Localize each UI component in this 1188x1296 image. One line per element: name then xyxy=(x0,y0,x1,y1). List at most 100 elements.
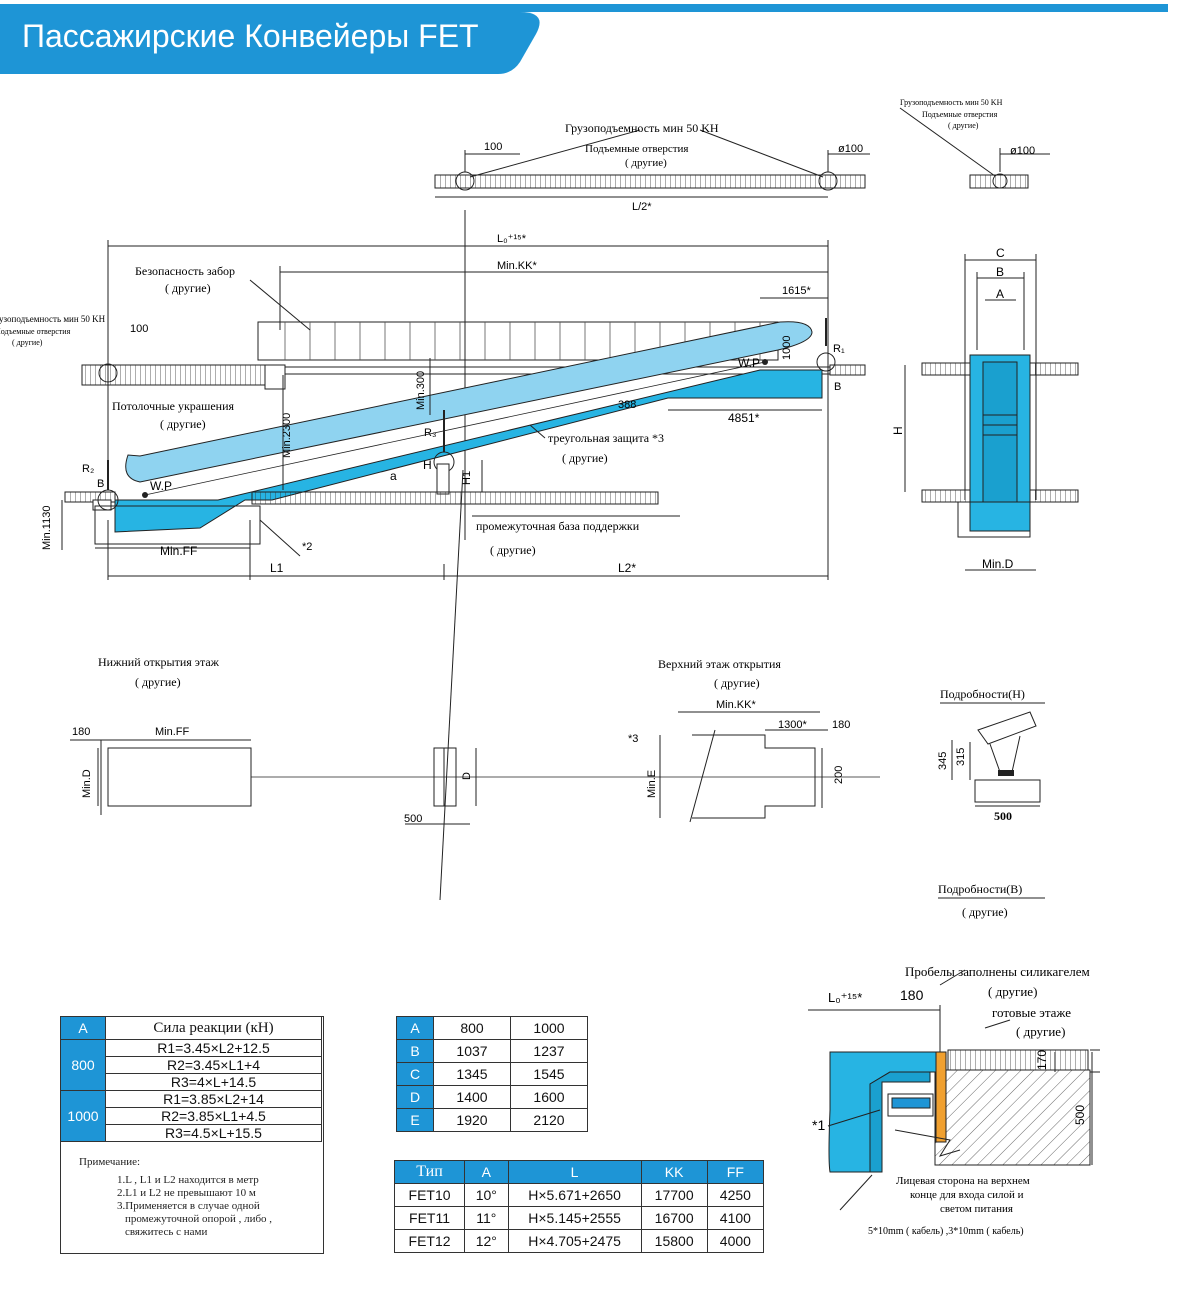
lower-opening-plan xyxy=(70,739,880,815)
dims-key-a: A xyxy=(396,1016,434,1040)
dim-min-d-section: Min.D xyxy=(982,557,1014,571)
details-h-label: Подробности(H) xyxy=(940,687,1025,701)
type-row-fet12-name: FET12 xyxy=(393,1229,466,1253)
type-header-a: A xyxy=(464,1160,509,1184)
note-1: 1.L , L1 и L2 находится в метр xyxy=(117,1174,259,1186)
dim-500-right: 500 xyxy=(1073,1105,1087,1125)
dim-1300: 1300* xyxy=(778,719,807,731)
details-b-other: ( другие) xyxy=(962,905,1008,919)
lift-holes-label-left: Подъемные отверстия xyxy=(0,327,71,336)
b-label-upper: B xyxy=(834,381,841,393)
note-4: промежуточной опорой , либо , xyxy=(125,1213,273,1225)
b-label-lower: B xyxy=(97,478,104,490)
lower-opening-other: ( другие) xyxy=(135,675,181,689)
dim-100-top: 100 xyxy=(484,141,502,153)
type-header-l: L xyxy=(507,1160,642,1184)
safety-fence-label: Безопасность забор xyxy=(135,264,235,278)
dims-c-800: 1345 xyxy=(433,1062,511,1086)
dims-key-d: D xyxy=(396,1085,434,1109)
type-row-fet10-kk: 17700 xyxy=(640,1183,708,1207)
top-load-slab xyxy=(434,129,870,198)
type-row-fet10-ff: 4250 xyxy=(706,1183,765,1207)
dim-min-ff: Min.FF xyxy=(160,544,197,558)
detail-b-drawing: Пробелы заполнены силикагелем ( другие) … xyxy=(808,964,1100,1237)
dims-key-b: B xyxy=(396,1039,434,1063)
note-title: Примечание: xyxy=(79,1156,141,1168)
dim-345: 345 xyxy=(937,752,949,770)
type-row-fet11-kk: 16700 xyxy=(640,1206,708,1230)
ceiling-decor-label: Потолочные украшения xyxy=(112,399,235,413)
reaction-a-800: 800 xyxy=(60,1039,106,1091)
type-row-fet11-l: H×5.145+2555 xyxy=(507,1206,642,1230)
dim-1000: 1000 xyxy=(781,336,793,360)
load-capacity-label-left: Грузоподъемность мин 50 KH xyxy=(0,314,106,324)
dims-d-1000: 1600 xyxy=(510,1085,588,1109)
min-e: Min.E xyxy=(646,770,658,798)
intermediate-support xyxy=(433,410,483,901)
triangle-guard-label: треугольная защита *3 xyxy=(548,431,664,445)
dim-4851: 4851* xyxy=(728,411,760,425)
note-5: свяжитесь с нами xyxy=(125,1226,208,1238)
title-banner: Пассажирские Конвейеры FET xyxy=(0,0,1188,80)
dim-a: A xyxy=(996,287,1004,301)
dim-500-detail: 500 xyxy=(994,809,1012,823)
wp-upper: W.P xyxy=(738,356,760,370)
type-row-fet12-ff: 4000 xyxy=(706,1229,765,1253)
type-row-fet11-a: 11° xyxy=(464,1206,509,1230)
dim-180-lower: 180 xyxy=(72,726,90,738)
intermediate-support-label: промежуточная база поддержки xyxy=(476,519,640,533)
escalator-drawing: Грузоподъемность мин 50 KH Подъемные отв… xyxy=(0,98,1079,919)
type-row-fet11-ff: 4100 xyxy=(706,1206,765,1230)
r3-label: R₃ xyxy=(424,427,436,439)
reaction-r2-1000: R2=3.85×L1+4.5 xyxy=(105,1107,322,1125)
face-side-line-3: светом питания xyxy=(940,1203,1013,1215)
other-label-right-top: ( другие) xyxy=(948,121,979,130)
type-header-ff: FF xyxy=(706,1160,765,1184)
dims-a-1000: 1000 xyxy=(510,1016,588,1040)
dim-d100-top: ø100 xyxy=(838,143,863,155)
dim-b: B xyxy=(996,265,1004,279)
dim-1615: 1615* xyxy=(782,285,811,297)
star1-detail: *1 xyxy=(812,1117,825,1133)
reaction-a-1000: 1000 xyxy=(60,1090,106,1142)
other-label-top: ( другие) xyxy=(625,157,667,169)
dim-180-detail: 180 xyxy=(900,987,924,1003)
gaps-filled-label: Пробелы заполнены силикагелем xyxy=(905,964,1090,979)
dim-min-ff-plan: Min.FF xyxy=(155,726,190,738)
upper-opening-plan xyxy=(659,711,828,823)
reaction-r1-800: R1=3.45×L2+12.5 xyxy=(105,1039,322,1057)
face-side-line-2: конце для входа силой и xyxy=(910,1189,1024,1201)
dim-min-d-plan: Min.D xyxy=(81,769,93,798)
lower-floor-slab xyxy=(64,318,836,545)
gaps-filled-other: ( другие) xyxy=(988,984,1037,999)
upper-opening-label: Верхний этаж открытия xyxy=(658,657,781,671)
dim-l0: L₀⁺¹⁵* xyxy=(497,233,527,245)
triangle-guard-other: ( другие) xyxy=(562,451,608,465)
type-row-fet12-kk: 15800 xyxy=(640,1229,708,1253)
intermediate-support-other: ( другие) xyxy=(490,543,536,557)
reaction-r2-800: R2=3.45×L1+4 xyxy=(105,1056,322,1074)
dim-d-support: D xyxy=(461,772,473,780)
support-plan xyxy=(405,747,477,825)
dim-d100-right: ø100 xyxy=(1010,145,1035,157)
reaction-r1-1000: R1=3.85×L2+14 xyxy=(105,1090,322,1108)
detail-h xyxy=(940,702,1045,807)
top-right-slab xyxy=(899,107,1050,189)
type-row-fet12-a: 12° xyxy=(464,1229,509,1253)
min-1130: Min.1130 xyxy=(41,506,53,550)
note-2: 2.L1 и L2 не превышают 10 м xyxy=(117,1187,256,1199)
page-title: Пассажирские Конвейеры FET xyxy=(22,18,479,54)
dim-200: 200 xyxy=(833,766,845,784)
dim-l1: L1 xyxy=(270,561,284,575)
cross-section xyxy=(904,254,1079,571)
wp-lower: W.P xyxy=(150,479,172,493)
dims-e-800: 1920 xyxy=(433,1108,511,1132)
star2-label: *2 xyxy=(302,541,312,553)
upper-floor-slab xyxy=(81,363,866,390)
dim-170: 170 xyxy=(1035,1050,1049,1070)
reaction-header-a: A xyxy=(60,1016,106,1040)
load-capacity-label-top: Грузоподъемность мин 50 KH xyxy=(565,121,719,135)
dims-e-1000: 2120 xyxy=(510,1108,588,1132)
